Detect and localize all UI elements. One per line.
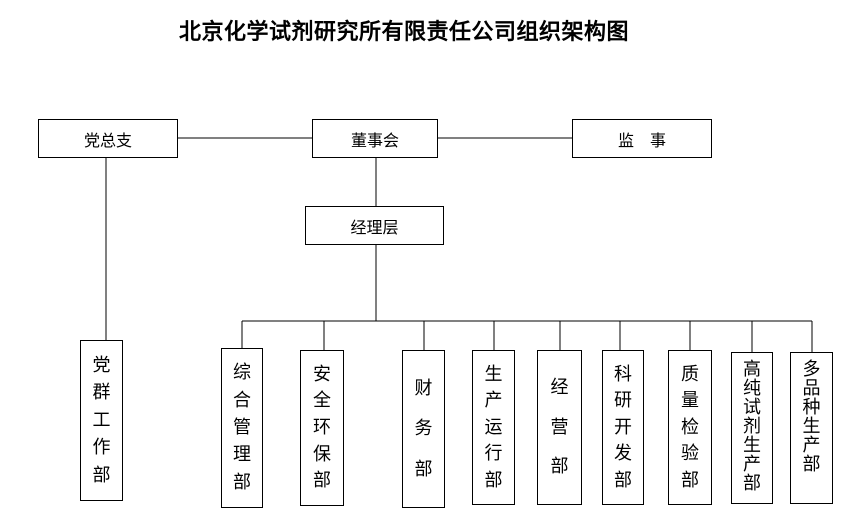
dept-label-char: 全: [313, 390, 331, 412]
dept-label-char: 部: [681, 469, 699, 491]
dept-label-char: 生: [484, 363, 503, 385]
dept-label-char: 运: [484, 416, 503, 438]
dept-label-char: 质: [681, 363, 699, 385]
dept-label-char: 务: [414, 418, 433, 439]
dept-label-char: 部: [414, 458, 433, 480]
dept-box: 质量检验部: [668, 350, 712, 505]
dept-label-char: 试: [743, 397, 761, 418]
party-branch-label: 党总支: [83, 130, 132, 150]
dept-label-char: 剂: [743, 416, 761, 437]
dept-label-char: 部: [233, 471, 251, 493]
dept-label-char: 验: [681, 443, 699, 464]
dept-label-char: 产: [743, 454, 761, 475]
dept-label-char: 党: [92, 354, 111, 376]
dept-box: 财务部: [402, 350, 445, 508]
dept-label-char: 研: [614, 390, 632, 411]
dept-label-char: 财: [414, 377, 433, 399]
dept-box: 高纯试剂生产部: [731, 352, 773, 504]
supervisor-box: 监 事: [572, 119, 712, 158]
dept-label-char: 营: [550, 416, 569, 438]
dept-label-char: 科: [614, 363, 632, 385]
dept-label-char: 纯: [743, 378, 761, 399]
mass-work-dept-box: 党群工作部: [80, 340, 123, 501]
management-box: 经理层: [305, 206, 444, 245]
dept-label-char: 生: [802, 416, 821, 437]
dept-label-char: 环: [313, 416, 331, 438]
dept-label-char: 行: [484, 443, 503, 464]
board-box: 董事会: [312, 119, 438, 158]
dept-box: 综合管理部: [221, 348, 263, 508]
supervisor-label: 监 事: [617, 130, 666, 150]
dept-label-char: 保: [313, 443, 331, 465]
dept-label-char: 高: [743, 359, 761, 380]
dept-box: 安全环保部: [300, 350, 344, 506]
dept-label-char: 部: [313, 470, 331, 492]
chart-title: 北京化学试剂研究所有限责任公司组织架构图: [178, 20, 629, 45]
dept-label-char: 工: [92, 409, 111, 431]
dept-label-char: 作: [92, 437, 111, 458]
dept-label-char: 产: [484, 390, 503, 411]
dept-label-char: 多: [802, 359, 821, 380]
dept-label-char: 综: [233, 362, 251, 384]
dept-label-char: 部: [743, 473, 761, 494]
dept-label-char: 部: [92, 464, 111, 486]
dept-label-char: 量: [681, 390, 699, 411]
dept-label-char: 理: [233, 444, 251, 466]
dept-label-char: 开: [614, 416, 632, 438]
dept-label-char: 群: [92, 382, 111, 403]
board-label: 董事会: [350, 130, 399, 150]
party-branch-box: 党总支: [38, 119, 178, 158]
dept-label-char: 检: [681, 416, 699, 438]
dept-label-char: 部: [802, 454, 821, 475]
dept-label-char: 部: [550, 456, 569, 478]
dept-label-char: 管: [233, 416, 251, 438]
dept-label-char: 部: [484, 469, 503, 491]
dept-label-char: 品: [802, 378, 821, 399]
dept-label-char: 安: [313, 363, 331, 385]
dept-label-char: 种: [802, 397, 821, 418]
dept-box: 科研开发部: [602, 350, 644, 505]
dept-box: 经营部: [537, 350, 582, 505]
dept-label-char: 产: [802, 435, 821, 456]
management-label: 经理层: [350, 217, 399, 237]
dept-label-char: 生: [743, 435, 761, 456]
dept-box: 多品种生产部: [790, 352, 833, 504]
dept-box: 生产运行部: [472, 350, 515, 505]
dept-label-char: 发: [614, 443, 632, 464]
dept-label-char: 经: [550, 376, 569, 398]
dept-label-char: 合: [233, 389, 251, 411]
dept-label-char: 部: [614, 469, 632, 491]
